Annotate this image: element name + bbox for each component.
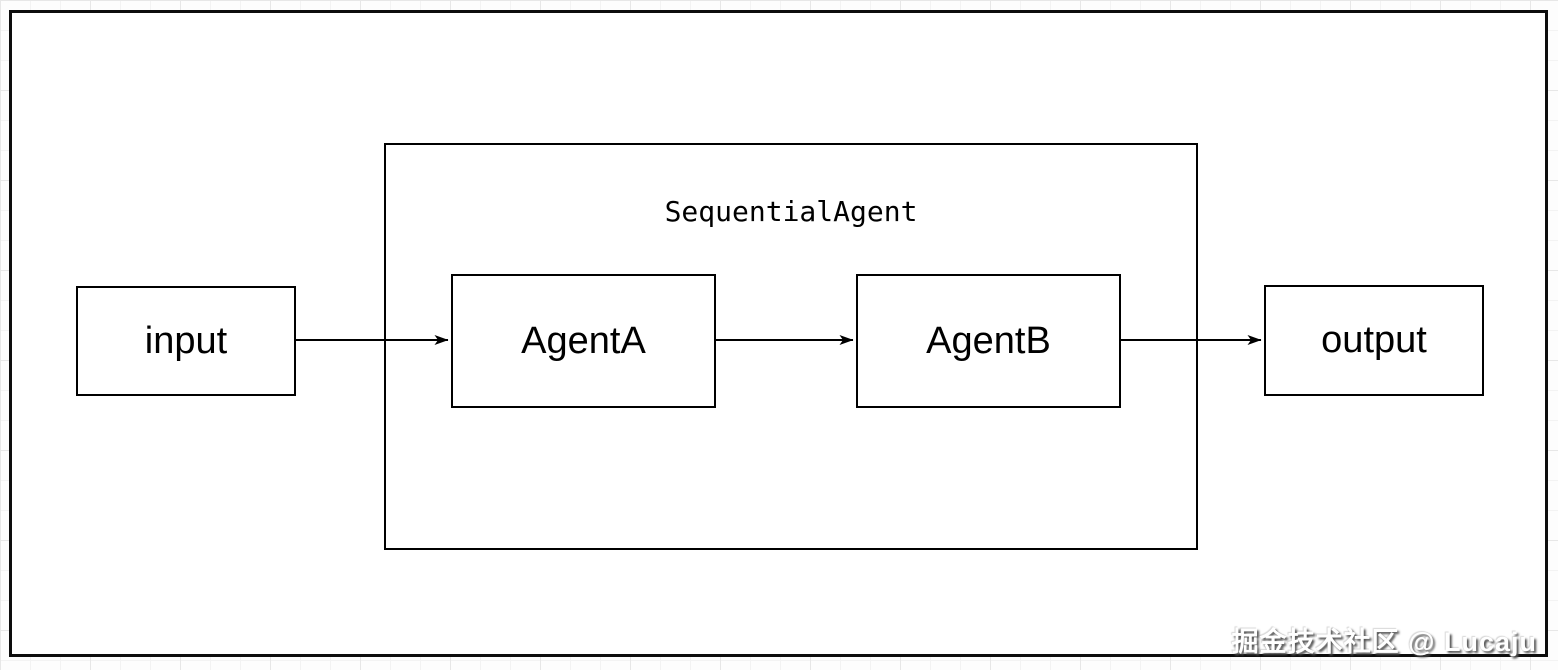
node-agent-b-label: AgentB: [926, 319, 1051, 362]
node-output-label: output: [1321, 319, 1427, 361]
node-input: input: [76, 286, 296, 396]
node-output: output: [1264, 285, 1484, 396]
sequential-agent-label: SequentialAgent: [664, 195, 918, 228]
node-agent-b: AgentB: [856, 274, 1121, 408]
node-input-label: input: [144, 319, 228, 362]
sequential-agent-container: SequentialAgent: [384, 143, 1198, 550]
node-agent-a: AgentA: [451, 274, 716, 408]
watermark-text: 掘金技术社区 @ Lucaju: [1231, 627, 1537, 657]
diagram-canvas: SequentialAgent input AgentA AgentB outp…: [9, 10, 1548, 657]
node-agent-a-label: AgentA: [521, 319, 646, 362]
